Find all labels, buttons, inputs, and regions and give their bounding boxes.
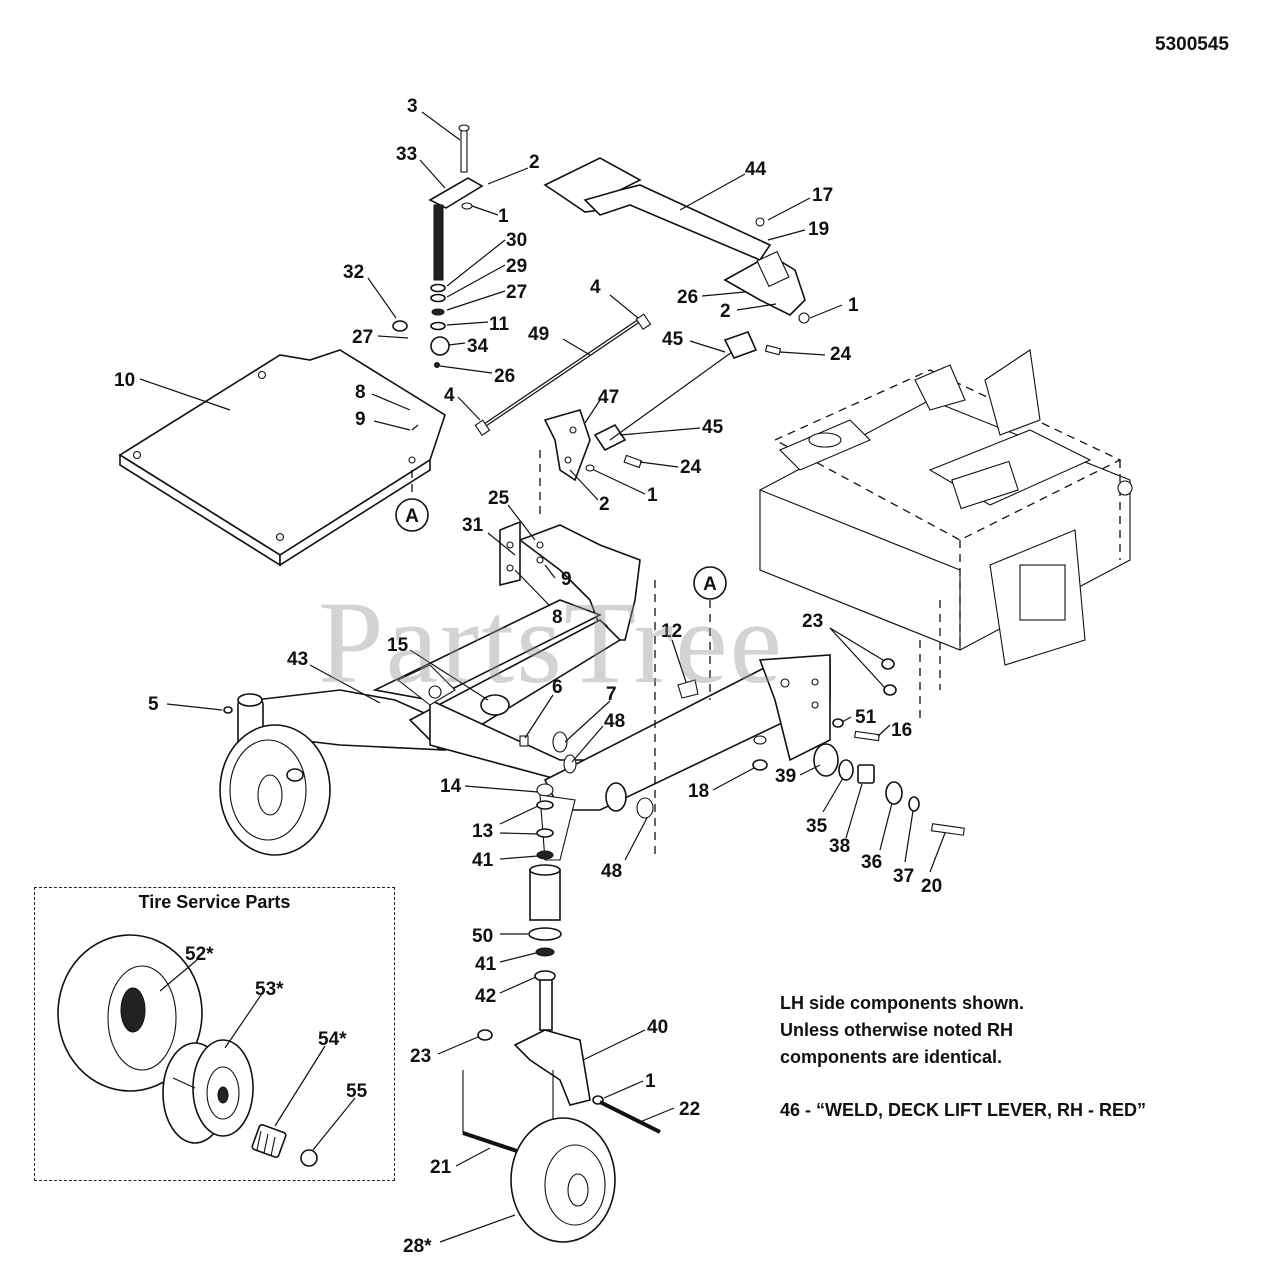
caster-stack bbox=[462, 800, 661, 1243]
callout-14: 14 bbox=[440, 776, 462, 797]
callout-31: 31 bbox=[462, 515, 484, 536]
callout-34: 34 bbox=[467, 336, 489, 357]
callout-26: 26 bbox=[494, 366, 515, 387]
callout-27: 27 bbox=[506, 282, 527, 303]
tire-service-title: Tire Service Parts bbox=[138, 892, 291, 912]
callout-29: 29 bbox=[506, 256, 527, 277]
callout-2: 2 bbox=[599, 494, 610, 515]
callout-41: 41 bbox=[472, 850, 494, 871]
callout-4: 4 bbox=[590, 277, 601, 298]
callout-labels: 3 33 2 1 30 29 27 11 32 27 34 26 10 8 9 … bbox=[114, 96, 942, 1257]
callout-42: 42 bbox=[475, 986, 496, 1007]
callout-17: 17 bbox=[812, 185, 833, 206]
callout-47: 47 bbox=[598, 387, 619, 408]
callout-9: 9 bbox=[561, 569, 572, 590]
callout-41: 41 bbox=[475, 954, 497, 975]
callout-11: 11 bbox=[489, 314, 510, 335]
callout-7: 7 bbox=[606, 684, 617, 705]
note-unless-noted: Unless otherwise noted RH bbox=[780, 1020, 1014, 1040]
callout-45: 45 bbox=[662, 329, 684, 350]
chassis-frame bbox=[759, 349, 1133, 720]
floor-plate bbox=[118, 349, 446, 567]
callout-1: 1 bbox=[647, 485, 658, 506]
leader-lines bbox=[139, 111, 946, 1243]
callout-39: 39 bbox=[775, 766, 796, 787]
callout-36: 36 bbox=[861, 852, 882, 873]
note-lh-shown: LH side components shown. bbox=[780, 993, 1025, 1013]
reference-marker-a-upper: A bbox=[395, 470, 429, 532]
callout-43: 43 bbox=[287, 649, 308, 670]
callout-8: 8 bbox=[355, 382, 366, 403]
callout-23: 23 bbox=[802, 611, 823, 632]
callout-35: 35 bbox=[806, 816, 828, 837]
callout-32: 32 bbox=[343, 262, 364, 283]
callout-4: 4 bbox=[444, 385, 455, 406]
callout-1: 1 bbox=[848, 295, 859, 316]
diagram-number: 5300545 bbox=[1155, 34, 1229, 55]
front-axle-frame bbox=[254, 580, 831, 861]
callout-19: 19 bbox=[808, 219, 829, 240]
svg-text:A: A bbox=[703, 574, 717, 595]
note-part-46: 46 - “WELD, DECK LIFT LEVER, RH - RED” bbox=[780, 1100, 1147, 1120]
tire-service-illustration: 52* 53* 54* 55 bbox=[57, 934, 368, 1167]
lift-lever bbox=[539, 331, 782, 520]
callout-12: 12 bbox=[661, 621, 682, 642]
callout-2: 2 bbox=[720, 301, 731, 322]
link-rod bbox=[474, 313, 652, 436]
height-adjust-assembly bbox=[392, 124, 484, 368]
callout-22: 22 bbox=[679, 1099, 700, 1120]
callout-51: 51 bbox=[855, 707, 877, 728]
callout-55: 55 bbox=[346, 1081, 368, 1102]
tire-service-parts-box: Tire Service Parts 52* 53* 54* 5 bbox=[34, 887, 395, 1181]
callout-25: 25 bbox=[488, 488, 510, 509]
bearing-54 bbox=[251, 1124, 287, 1158]
callout-28: 28* bbox=[403, 1236, 432, 1257]
callout-2: 2 bbox=[529, 152, 540, 173]
reference-marker-a-lower: A bbox=[693, 566, 727, 600]
callout-53: 53* bbox=[255, 979, 284, 1000]
svg-text:A: A bbox=[405, 506, 419, 527]
callout-15: 15 bbox=[387, 635, 409, 656]
callout-26: 26 bbox=[677, 287, 698, 308]
note-identical: components are identical. bbox=[780, 1047, 1003, 1067]
washer-55 bbox=[300, 1149, 318, 1167]
callout-21: 21 bbox=[430, 1157, 452, 1178]
callout-38: 38 bbox=[829, 836, 850, 857]
callout-30: 30 bbox=[506, 230, 527, 251]
callout-48: 48 bbox=[601, 861, 622, 882]
callout-27: 27 bbox=[352, 327, 373, 348]
callout-54: 54* bbox=[318, 1029, 347, 1050]
callout-52: 52* bbox=[185, 944, 214, 965]
callout-1: 1 bbox=[645, 1071, 656, 1092]
callout-48: 48 bbox=[604, 711, 625, 732]
callout-23: 23 bbox=[410, 1046, 431, 1067]
callout-40: 40 bbox=[647, 1017, 668, 1038]
callout-37: 37 bbox=[893, 866, 914, 887]
callout-8: 8 bbox=[552, 607, 563, 628]
callout-18: 18 bbox=[688, 781, 709, 802]
callout-24: 24 bbox=[830, 344, 852, 365]
callout-6: 6 bbox=[552, 677, 563, 698]
callout-49: 49 bbox=[528, 324, 549, 345]
callout-13: 13 bbox=[472, 821, 493, 842]
callout-10: 10 bbox=[114, 370, 135, 391]
callout-33: 33 bbox=[396, 144, 417, 165]
callout-1: 1 bbox=[498, 206, 509, 227]
tire-52 bbox=[57, 934, 203, 1092]
pivot-bushing-stack bbox=[752, 658, 965, 836]
callout-3: 3 bbox=[407, 96, 418, 117]
callout-20: 20 bbox=[921, 876, 942, 897]
callout-45: 45 bbox=[702, 417, 724, 438]
callout-24: 24 bbox=[680, 457, 702, 478]
callout-16: 16 bbox=[891, 720, 912, 741]
callout-50: 50 bbox=[472, 926, 493, 947]
callout-5: 5 bbox=[148, 694, 159, 715]
upper-caster-wheel bbox=[219, 693, 331, 856]
callout-44: 44 bbox=[745, 159, 767, 180]
callout-9: 9 bbox=[355, 409, 366, 430]
rim-53 bbox=[162, 1039, 254, 1144]
lift-shaft bbox=[543, 157, 810, 324]
